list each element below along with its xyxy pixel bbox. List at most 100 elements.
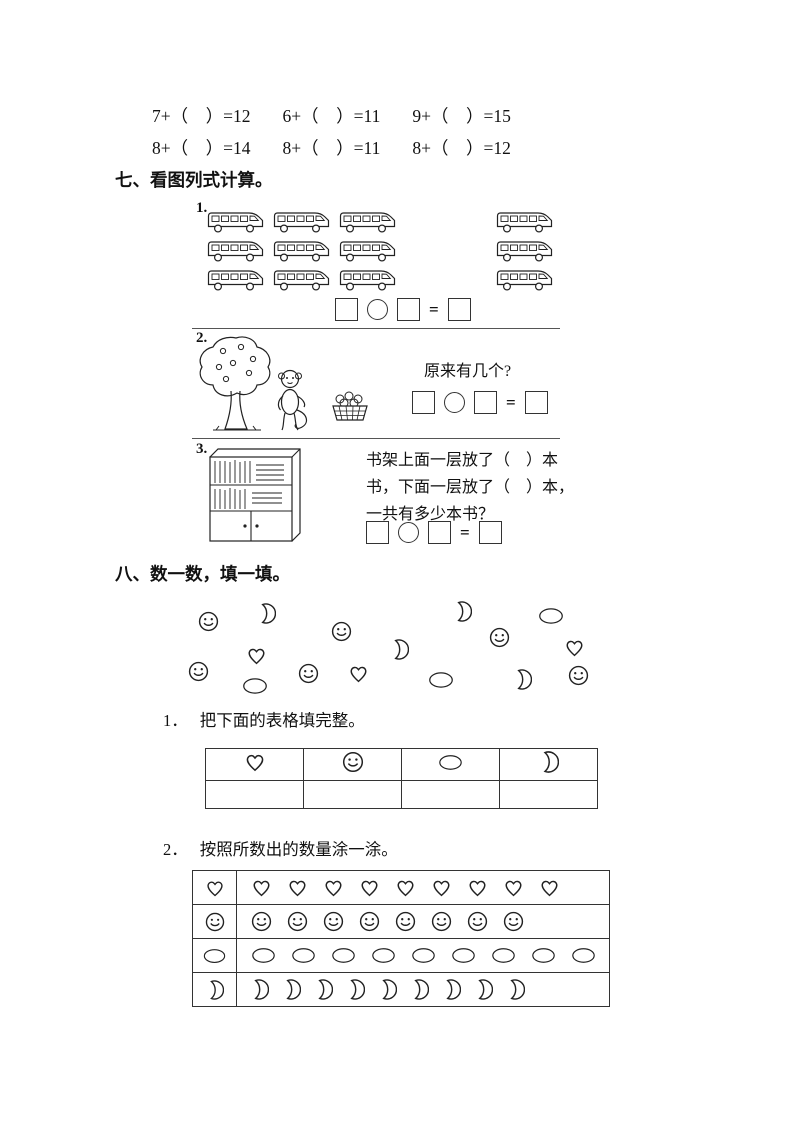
heart-icon xyxy=(322,876,345,899)
warmup-row-2: 8+（ ）=14 8+（ ）=11 8+（ ）=12 xyxy=(152,132,511,164)
item1-number: 1. xyxy=(196,200,208,216)
item3-line: 一共有多少本书？ xyxy=(366,506,495,523)
heart-count-row xyxy=(193,871,609,904)
oval-icon xyxy=(437,753,464,772)
bus-group-right xyxy=(494,208,556,295)
item3-line: 书架上面一层放了（ ）本 xyxy=(366,452,559,469)
equation-boxes-2: = xyxy=(412,391,548,414)
smiley-header-cell xyxy=(303,748,402,781)
oval-count-row xyxy=(193,938,609,972)
heart-icon xyxy=(358,876,381,899)
equation: 8+（ ）=11 xyxy=(282,138,381,158)
moon-icon xyxy=(453,600,472,623)
equation: 6+（ ）=11 xyxy=(282,106,381,126)
sub1-label: 1． xyxy=(163,711,188,730)
oval-icon xyxy=(530,946,557,965)
equation: 9+（ ）=15 xyxy=(412,106,511,126)
smiley-icon xyxy=(322,910,345,933)
moon-icon xyxy=(506,978,525,1001)
equals-sign: = xyxy=(429,299,439,319)
bus-illustration xyxy=(337,208,403,237)
oval-header-cell xyxy=(401,748,500,781)
bus-illustration xyxy=(271,237,337,266)
bus-illustration xyxy=(205,266,271,295)
oval-icon xyxy=(450,946,477,965)
equals-sign: = xyxy=(460,522,470,542)
section8-title: 八、数一数，填一填。 xyxy=(115,564,290,584)
smiley-icon xyxy=(466,910,489,933)
answer-box xyxy=(478,521,502,544)
sub2-caption: 2． 按照所数出的数量涂一涂。 xyxy=(163,836,398,860)
answer-box xyxy=(447,298,471,321)
moon-icon xyxy=(378,978,397,1001)
moon-icon xyxy=(346,978,365,1001)
item3-number: 3. xyxy=(196,441,208,457)
smiley-icon xyxy=(187,660,210,683)
oval-icon xyxy=(330,946,357,965)
monkey-illustration xyxy=(266,366,316,434)
smiley-icon xyxy=(286,910,309,933)
moon-icon xyxy=(390,638,409,661)
smiley-icon xyxy=(341,750,365,774)
moon-icon xyxy=(410,978,429,1001)
oval-icon xyxy=(290,946,317,965)
heart-icon xyxy=(245,644,268,667)
oval-shapes xyxy=(237,939,609,972)
moon-icon xyxy=(474,978,493,1001)
moon-answer-cell xyxy=(499,780,598,809)
sub2-text: 按照所数出的数量涂一涂。 xyxy=(199,840,398,859)
color-count-grid xyxy=(192,870,610,1007)
heart-icon xyxy=(466,876,489,899)
smiley-icon xyxy=(297,662,320,685)
oval-icon xyxy=(490,946,517,965)
number-box xyxy=(428,521,451,544)
heart-shapes xyxy=(237,871,609,904)
warmup-row-1: 7+（ ）=12 6+（ ）=11 9+（ ）=15 xyxy=(152,100,511,132)
equation-boxes-1: = xyxy=(335,298,471,321)
warmup-equations: 7+（ ）=12 6+（ ）=11 9+（ ）=15 8+（ ）=14 8+（ … xyxy=(152,100,511,164)
moon-count-row xyxy=(193,972,609,1006)
number-box xyxy=(397,298,420,321)
smiley-icon xyxy=(330,620,353,643)
bus-illustration xyxy=(271,208,337,237)
count-table xyxy=(205,748,598,809)
moon-icon xyxy=(250,978,269,1001)
oval-icon xyxy=(537,606,565,626)
equation: 8+（ ）=14 xyxy=(152,138,251,158)
heart-icon xyxy=(193,871,237,904)
bus-illustration xyxy=(494,237,556,266)
heart-icon xyxy=(243,750,267,774)
bus-illustration xyxy=(205,237,271,266)
bus-illustration xyxy=(337,266,403,295)
operator-circle xyxy=(398,522,419,543)
heart-icon xyxy=(538,876,561,899)
smiley-icon xyxy=(193,905,237,938)
smiley-icon xyxy=(358,910,381,933)
smiley-answer-cell xyxy=(303,780,402,809)
oval-icon xyxy=(370,946,397,965)
heart-icon xyxy=(394,876,417,899)
item3-line: 书，下面一层放了（ ）本， xyxy=(366,479,575,496)
apple-basket-illustration xyxy=(328,390,372,424)
smiley-icon xyxy=(502,910,525,933)
operator-circle xyxy=(444,392,465,413)
number-box xyxy=(474,391,497,414)
heart-icon xyxy=(502,876,525,899)
oval-icon xyxy=(427,670,455,690)
number-box xyxy=(412,391,435,414)
apple-tree-illustration xyxy=(193,333,279,437)
smiley-icon xyxy=(567,664,590,687)
sub1-text: 把下面的表格填完整。 xyxy=(199,711,365,730)
count-table-header-row xyxy=(205,748,598,781)
heart-icon xyxy=(250,876,273,899)
section7-title: 七、看图列式计算。 xyxy=(115,170,273,190)
divider xyxy=(192,438,560,439)
item2-question: 原来有几个? xyxy=(424,363,512,380)
oval-icon xyxy=(410,946,437,965)
bus-illustration xyxy=(205,208,271,237)
bus-group-left xyxy=(205,208,403,295)
smiley-icon xyxy=(488,626,511,649)
bookshelf-illustration xyxy=(202,445,304,549)
sub1-caption: 1． 把下面的表格填完整。 xyxy=(163,707,365,731)
